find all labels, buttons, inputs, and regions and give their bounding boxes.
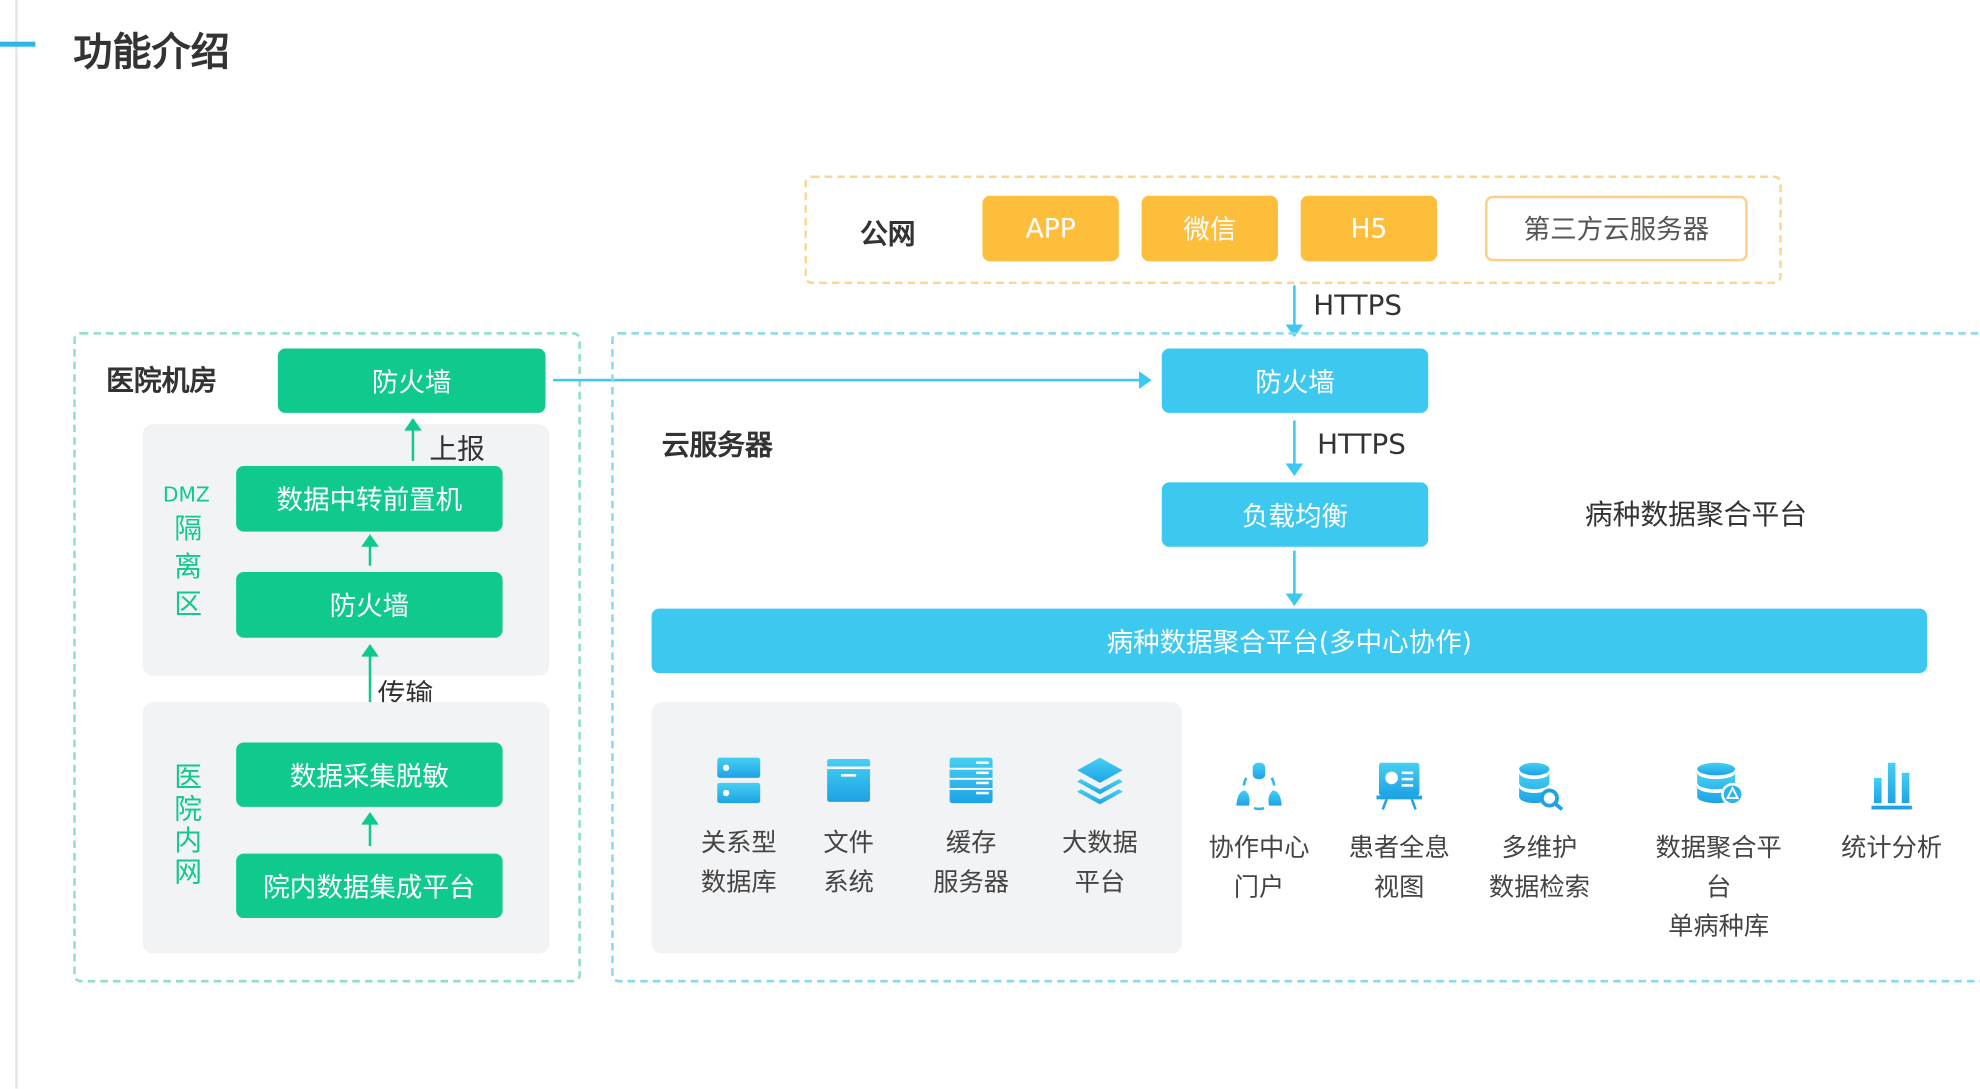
file-system-icon: [827, 758, 871, 802]
patient-view-icon: [1376, 762, 1422, 810]
item-label-line1: 多维护: [1501, 832, 1578, 863]
integration-platform-box: 院内数据集成平台: [236, 853, 503, 919]
public-net-label: 公网: [859, 219, 916, 252]
cloud-firewall-box: 防火墙: [1161, 348, 1429, 413]
arrow-hospital-to-cloud: [553, 378, 1142, 382]
item-label-line1: 协作中心: [1208, 832, 1310, 863]
database-aggregate-icon: [1697, 762, 1744, 806]
arrow-up-report: [404, 417, 422, 461]
item-label-line1: 患者全息: [1348, 832, 1450, 863]
item-label-line2: 门户: [1233, 871, 1285, 902]
item-label-line2: 数据检索: [1488, 871, 1590, 902]
dmz-firewall-box: 防火墙: [236, 572, 503, 638]
arrow-up-intranet: [361, 811, 379, 847]
apps-item: 统计分析: [1822, 760, 1961, 867]
apps-item: 协作中心门户: [1190, 760, 1329, 906]
relay-server-box: 数据中转前置机: [236, 465, 503, 532]
cloud-zone: [611, 332, 1980, 983]
apps-item: 数据聚合平台单病种库: [1649, 760, 1788, 946]
arrow-up-transfer: [361, 644, 379, 735]
hospital-label: 医院机房: [106, 366, 218, 398]
public-net-zone: [804, 175, 1782, 285]
cloud-label: 云服务器: [661, 430, 773, 463]
arrow-head-right: [1139, 371, 1152, 389]
cache-server-icon: [949, 757, 993, 804]
relational-database-icon: [717, 757, 761, 804]
item-label-line1: 文件: [823, 827, 874, 858]
item-label-line2: 视图: [1373, 871, 1425, 902]
bar-chart-icon: [1871, 762, 1912, 810]
infra-item: 关系型数据库: [669, 755, 808, 901]
collaboration-icon: [1236, 762, 1282, 811]
app-box: APP: [982, 195, 1119, 262]
data-collect-box: 数据采集脱敏: [236, 742, 503, 807]
hospital-zone: [73, 332, 581, 983]
third-party-cloud-box: 第三方云服务器: [1485, 195, 1748, 262]
arrow-down-https-1: [1285, 285, 1304, 338]
https-label-1: HTTPS: [1313, 290, 1403, 323]
wechat-box: 微信: [1141, 195, 1278, 262]
item-label-line2: 数据库: [700, 866, 777, 897]
h5-box: H5: [1300, 195, 1438, 262]
item-label-line1: 大数据: [1062, 827, 1138, 858]
dmz-label: 隔离区: [174, 513, 203, 622]
page-title: 功能介绍: [73, 30, 230, 76]
left-divider: [15, 0, 18, 1089]
infra-item: 文件系统: [779, 755, 918, 901]
apps-item: 患者全息视图: [1330, 760, 1469, 906]
arrow-down-platform: [1285, 550, 1304, 607]
big-data-layers-icon: [1077, 757, 1123, 805]
report-label: 上报: [429, 434, 485, 466]
item-label-line2: 系统: [823, 866, 874, 897]
hospital-firewall: 防火墙: [277, 348, 546, 413]
item-label-line1: 缓存: [945, 827, 997, 858]
platform-label: 病种数据聚合平台: [1584, 500, 1808, 532]
item-label-line1: 数据聚合平台: [1655, 832, 1782, 902]
infra-zone: [651, 702, 1182, 954]
database-search-icon: [1519, 762, 1564, 811]
dmz-tag: DMZ: [162, 482, 210, 507]
item-label-line1: 关系型: [700, 827, 777, 858]
item-label-line2: 服务器: [933, 866, 1009, 897]
item-label-line1: 统计分析: [1841, 832, 1943, 863]
load-balancer-box: 负载均衡: [1161, 482, 1429, 547]
item-label-line2: 单病种库: [1668, 910, 1770, 941]
item-label-line2: 平台: [1074, 866, 1126, 897]
infra-item: 缓存服务器: [902, 755, 1041, 901]
apps-item: 多维护数据检索: [1470, 760, 1609, 906]
https-label-2: HTTPS: [1317, 429, 1406, 461]
infra-item: 大数据平台: [1030, 755, 1169, 901]
platform-bar: 病种数据聚合平台(多中心协作): [651, 608, 1928, 674]
title-accent-bar: [0, 41, 36, 47]
intranet-label: 医院内网: [174, 762, 203, 890]
arrow-down-https-2: [1285, 420, 1304, 477]
arrow-up-dmz: [361, 534, 379, 566]
